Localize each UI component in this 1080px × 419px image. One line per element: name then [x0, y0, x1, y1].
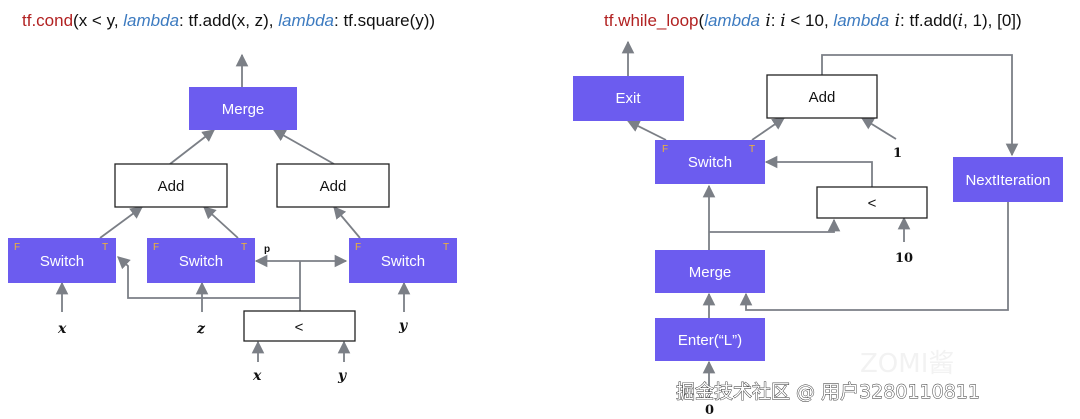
loop-less-node — [816, 186, 928, 219]
input-ten-label: 10 — [895, 251, 913, 266]
loop-switch-node — [655, 140, 765, 184]
switch-false-flag: F — [14, 242, 20, 253]
cond-switch-mid-node — [147, 238, 255, 283]
less-input-x-label: x — [252, 368, 262, 384]
input-one-label: 1 — [893, 146, 902, 161]
while-loop-edges — [621, 40, 1019, 398]
cond-switch-left-node — [8, 238, 116, 283]
loop-add-node — [766, 74, 878, 119]
switch-true-flag: T — [241, 242, 247, 253]
cond-merge-node — [189, 87, 297, 130]
edge-switch-to-add — [751, 117, 786, 141]
loop-enter-node — [655, 318, 765, 361]
switch-true-flag: T — [102, 242, 108, 253]
switch-false-flag: F — [153, 242, 159, 253]
switch-false-flag: F — [662, 144, 668, 155]
edge-add-to-next-iteration — [821, 54, 1019, 157]
edge-less-to-switch — [764, 155, 873, 187]
cond-add-right-label: Add — [320, 178, 347, 195]
edge-add-left-to-merge — [169, 129, 215, 165]
cond-title-fn: tf.cond — [22, 11, 73, 30]
edge-one-to-add — [860, 117, 897, 140]
input-z-label: z — [196, 321, 206, 337]
cond-title: tf.cond(x < y, lambda: tf.add(x, z), lam… — [22, 11, 435, 30]
cond-merge-label: Merge — [222, 101, 265, 118]
edge-predicate-to-switch-left — [117, 256, 300, 299]
loop-next-iteration-node — [953, 157, 1063, 202]
watermark-text: 掘金技术社区 @ 用户3280110811 — [676, 381, 980, 403]
cond-less-node — [243, 310, 356, 342]
edge-switch-mid-to-add — [203, 206, 239, 239]
cond-add-left-node — [114, 163, 228, 208]
cond-diagram: tf.cond(x < y, lambda: tf.add(x, z), lam… — [8, 11, 457, 384]
switch-true-flag: T — [443, 242, 449, 253]
edge-switch-right-to-add — [333, 206, 361, 239]
input-zero-label: 0 — [705, 403, 714, 418]
cond-edges — [55, 53, 411, 362]
loop-add-label: Add — [809, 89, 836, 106]
while-loop-title-fn: tf.while_loop — [604, 11, 699, 30]
edge-switch-left-to-add — [99, 206, 144, 239]
cond-switch-right-label: Switch — [381, 253, 425, 270]
input-y-label: y — [398, 318, 408, 334]
cond-switch-left-label: Switch — [40, 253, 84, 270]
cond-switch-mid-label: Switch — [179, 253, 223, 270]
less-input-y-label: y — [337, 368, 347, 384]
loop-exit-label: Exit — [615, 90, 641, 107]
switch-false-flag: F — [355, 242, 361, 253]
cond-add-left-label: Add — [158, 178, 185, 195]
loop-exit-node — [573, 76, 684, 121]
switch-true-flag: T — [749, 144, 755, 155]
watermark: ZOMI酱 掘金技术社区 @ 用户3280110811 — [676, 349, 981, 403]
edge-switch-to-exit — [626, 120, 667, 141]
predicate-label: p — [264, 244, 270, 255]
edge-add-right-to-merge — [272, 129, 335, 165]
loop-switch-label: Switch — [688, 154, 732, 171]
edge-next-iteration-to-merge — [739, 202, 1009, 311]
watermark-logo: ZOMI酱 — [860, 349, 954, 379]
loop-less-label: < — [868, 195, 877, 212]
loop-merge-label: Merge — [689, 264, 732, 281]
cond-switch-right-node — [349, 238, 457, 283]
loop-enter-label: Enter(“L”) — [678, 332, 742, 349]
while-loop-title: tf.while_loop(lambda i: i < 10, lambda i… — [604, 11, 1022, 31]
loop-next-iteration-label: NextIteration — [965, 172, 1050, 189]
input-x-label: x — [57, 321, 67, 337]
cond-add-right-node — [276, 163, 390, 208]
cond-less-label: < — [295, 319, 304, 336]
edge-merge-to-less — [709, 218, 841, 233]
while-loop-diagram: tf.while_loop(lambda i: i < 10, lambda i… — [573, 11, 1063, 418]
loop-merge-node — [655, 250, 765, 293]
